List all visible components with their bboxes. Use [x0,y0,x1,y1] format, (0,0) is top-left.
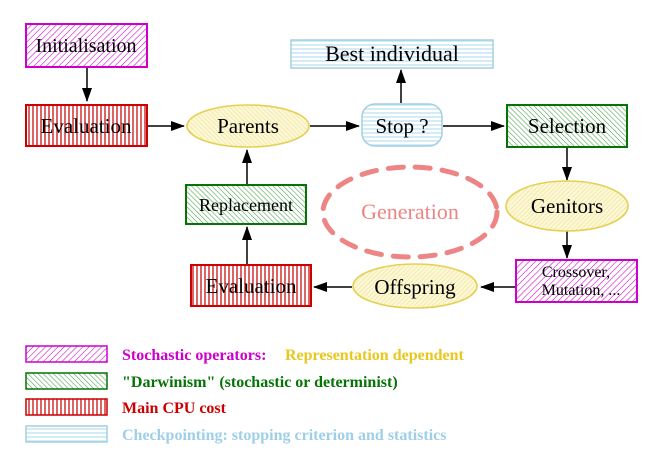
evaluation-top-box [25,104,148,147]
legend: Stochastic operators: Representation dep… [25,345,464,444]
offspring-label: Offspring [374,275,456,299]
legend-label-checkpointing: Checkpointing: stopping criterion and st… [122,427,446,444]
evaluation-top-label: Evaluation [41,114,132,138]
crossover-label-line2: Mutation, ... [542,282,621,299]
node-generation: Generation [320,164,500,260]
genitors-ellipse [505,180,629,232]
legend-swatch-stochastic [25,345,108,363]
legend-row-cpu-cost: Main CPU cost [25,398,227,417]
evaluation-bottom-label: Evaluation [206,274,297,298]
legend-label-cpu-cost: Main CPU cost [122,400,227,417]
legend-row-checkpointing: Checkpointing: stopping criterion and st… [25,425,446,444]
stop-box [361,103,443,147]
legend-row-stochastic: Stochastic operators: Representation dep… [25,345,464,364]
node-initialisation: Initialisation [25,23,148,68]
node-stop: Stop ? [361,103,443,147]
node-evaluation-top: Evaluation [25,104,148,147]
initialisation-box [25,23,148,68]
node-genitors: Genitors [505,180,629,232]
node-offspring: Offspring [352,263,478,309]
crossover-mutation-box [515,259,638,303]
parents-ellipse [186,104,310,148]
legend-swatch-darwinism [25,372,108,390]
node-replacement: Replacement [185,184,307,225]
replacement-label: Replacement [199,195,293,215]
offspring-ellipse [352,263,478,309]
best-individual-box [290,39,494,69]
selection-box [506,104,628,148]
legend-label-stochastic: Stochastic operators: [122,347,266,364]
parents-label: Parents [217,114,279,138]
initialisation-label: Initialisation [35,35,136,57]
legend-label-representation-dependent: Representation dependent [285,347,464,364]
legend-label-darwinism: "Darwinism" (stochastic or determinist) [122,374,398,391]
generation-label: Generation [361,199,459,224]
best-individual-label: Best individual [325,41,459,66]
genitors-label: Genitors [531,194,603,218]
legend-swatch-cpu-cost [25,398,108,416]
node-evaluation-bottom: Evaluation [190,264,312,307]
node-best-individual: Best individual [290,39,494,69]
node-parents: Parents [186,104,310,148]
stop-label: Stop ? [375,114,428,138]
crossover-label-line1: Crossover, [542,264,610,281]
legend-swatch-checkpointing [25,425,108,443]
evaluation-bottom-box [190,264,312,307]
generation-ellipse [320,164,500,260]
replacement-box [185,184,307,225]
selection-label: Selection [528,114,607,138]
node-selection: Selection [506,104,628,148]
node-crossover-mutation: Crossover, Mutation, ... [515,259,638,303]
diagram-arrows [82,67,572,292]
legend-row-darwinism: "Darwinism" (stochastic or determinist) [25,372,398,391]
